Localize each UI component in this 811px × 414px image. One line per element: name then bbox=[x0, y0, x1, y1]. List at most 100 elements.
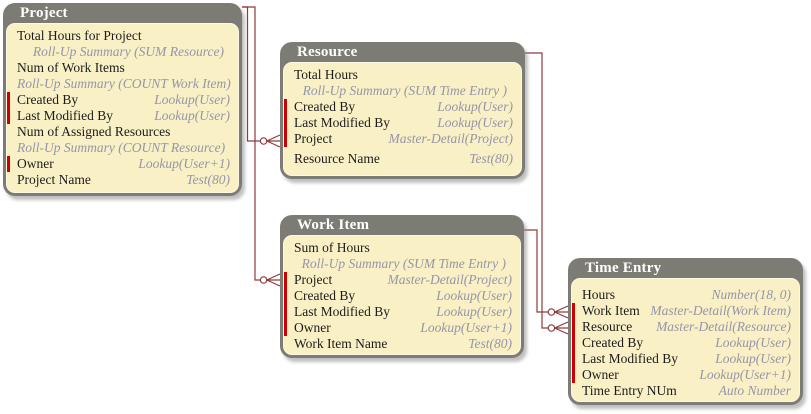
field-name: Time Entry NUm bbox=[582, 383, 677, 398]
crow-foot-icon bbox=[266, 134, 281, 148]
entity-resource-body: Total Hours Roll-Up Summary (SUM Time En… bbox=[283, 62, 522, 176]
field-name: Last Modified By bbox=[294, 115, 390, 130]
field-row: Owner Lookup(User+1) bbox=[284, 320, 520, 336]
crow-foot-icon bbox=[554, 321, 569, 335]
field-row: Sum of Hours Roll-Up Summary (SUM Time E… bbox=[284, 240, 520, 272]
field-type: Lookup(User) bbox=[715, 351, 791, 366]
field-type: Master-Detail(Project) bbox=[388, 131, 513, 146]
field-name: Resource Name bbox=[294, 151, 380, 166]
field-row: Created By Lookup(User) bbox=[284, 99, 521, 115]
field-type: Roll-Up Summary (SUM Time Entry ) bbox=[301, 256, 506, 271]
field-type: Test(80) bbox=[186, 172, 230, 187]
entity-title: Project bbox=[20, 5, 68, 21]
field-row: Project Master-Detail(Project) bbox=[284, 272, 520, 288]
field-name: Created By bbox=[17, 92, 79, 107]
field-type: Master-Detail(Project) bbox=[387, 272, 512, 287]
field-row: Time Entry NUm Auto Number bbox=[572, 383, 799, 399]
field-type: Lookup(User) bbox=[436, 304, 512, 319]
field-name: Hours bbox=[582, 287, 615, 302]
field-type: Roll-Up Summary (SUM Time Entry ) bbox=[302, 83, 507, 98]
field-name: Num of Assigned Resources bbox=[17, 124, 171, 139]
entity-project-body: Total Hours for Project Roll-Up Summary … bbox=[6, 23, 239, 193]
field-row: Num of Assigned Resources Roll-Up Summar… bbox=[7, 124, 238, 156]
field-type: Roll-Up Summary (COUNT Resource) bbox=[17, 140, 226, 155]
zero-circle-icon bbox=[547, 324, 556, 332]
field-name: Total Hours bbox=[294, 67, 358, 82]
entity-work-item[interactable]: Work Item Sum of Hours Roll-Up Summary (… bbox=[280, 215, 524, 358]
entity-work-item-header[interactable]: Work Item bbox=[280, 215, 524, 235]
field-row: Owner Lookup(User+1) bbox=[572, 367, 799, 383]
field-name: Owner bbox=[17, 156, 54, 171]
entity-time-entry[interactable]: Time Entry Hours Number(18, 0) Work Item… bbox=[568, 258, 803, 405]
entity-title: Time Entry bbox=[585, 260, 662, 276]
field-name: Owner bbox=[294, 320, 331, 335]
field-row: Project Master-Detail(Project) bbox=[284, 131, 521, 147]
zero-circle-icon bbox=[547, 308, 556, 316]
field-name: Project bbox=[294, 272, 333, 287]
field-row: Total Hours Roll-Up Summary (SUM Time En… bbox=[284, 67, 521, 99]
field-type: Lookup(User) bbox=[154, 108, 230, 123]
crow-foot-icon bbox=[266, 273, 281, 287]
field-type: Master-Detail(Resource) bbox=[656, 319, 791, 334]
entity-work-item-body: Sum of Hours Roll-Up Summary (SUM Time E… bbox=[283, 235, 521, 355]
entity-time-entry-body: Hours Number(18, 0) Work Item Master-Det… bbox=[571, 278, 800, 402]
connector-workitem-timeentry bbox=[524, 229, 569, 319]
field-type: Lookup(User) bbox=[154, 92, 230, 107]
field-type: Lookup(User) bbox=[715, 335, 791, 350]
field-name: Created By bbox=[294, 99, 356, 114]
entity-project[interactable]: Project Total Hours for Project Roll-Up … bbox=[3, 3, 242, 196]
field-name: Project Name bbox=[17, 172, 91, 187]
entity-title: Resource bbox=[297, 44, 358, 60]
field-row: Hours Number(18, 0) bbox=[572, 287, 799, 303]
entity-time-entry-header[interactable]: Time Entry bbox=[568, 258, 803, 278]
field-name: Last Modified By bbox=[294, 304, 390, 319]
field-name: Work Item bbox=[582, 303, 640, 318]
field-type: Lookup(User+1) bbox=[699, 367, 791, 382]
field-name: Project bbox=[294, 131, 333, 146]
entity-project-header[interactable]: Project bbox=[3, 3, 242, 23]
field-name: Created By bbox=[294, 288, 356, 303]
field-row: Last Modified By Lookup(User) bbox=[572, 351, 799, 367]
field-type: Lookup(User) bbox=[437, 99, 513, 114]
field-type: Auto Number bbox=[718, 383, 791, 398]
field-name: Sum of Hours bbox=[294, 240, 370, 255]
field-type: Lookup(User) bbox=[436, 288, 512, 303]
field-row: Owner Lookup(User+1) bbox=[7, 156, 238, 172]
field-type: Roll-Up Summary (SUM Resource) bbox=[32, 44, 224, 59]
field-name: Last Modified By bbox=[582, 351, 678, 366]
field-row: Last Modified By Lookup(User) bbox=[284, 115, 521, 131]
entity-title: Work Item bbox=[297, 217, 370, 233]
field-type: Lookup(User) bbox=[437, 115, 513, 130]
connector-project-resource bbox=[242, 6, 281, 148]
field-row: Created By Lookup(User) bbox=[572, 335, 799, 351]
field-name: Work Item Name bbox=[294, 336, 388, 351]
field-row: Resource Master-Detail(Resource) bbox=[572, 319, 799, 335]
field-name: Resource bbox=[582, 319, 633, 334]
field-row: Created By Lookup(User) bbox=[284, 288, 520, 304]
field-type: Roll-Up Summary (COUNT Work Item) bbox=[17, 76, 231, 91]
field-type: Test(80) bbox=[469, 151, 513, 166]
field-row: Total Hours for Project Roll-Up Summary … bbox=[7, 28, 238, 60]
connector-resource-timeentry bbox=[525, 52, 569, 335]
field-row: Work Item Master-Detail(Work Item) bbox=[572, 303, 799, 319]
field-name: Created By bbox=[582, 335, 644, 350]
field-name: Last Modified By bbox=[17, 108, 113, 123]
field-type: Lookup(User+1) bbox=[138, 156, 230, 171]
field-name: Num of Work Items bbox=[17, 60, 125, 75]
entity-resource-header[interactable]: Resource bbox=[280, 42, 525, 62]
field-type: Master-Detail(Work Item) bbox=[650, 303, 791, 318]
field-row: Resource Name Test(80) bbox=[284, 151, 521, 167]
zero-circle-icon bbox=[259, 276, 268, 284]
field-type: Lookup(User+1) bbox=[420, 320, 512, 335]
field-type: Test(80) bbox=[468, 336, 512, 351]
field-row: Last Modified By Lookup(User) bbox=[7, 108, 238, 124]
field-type: Number(18, 0) bbox=[711, 287, 792, 302]
field-row: Num of Work Items Roll-Up Summary (COUNT… bbox=[7, 60, 238, 92]
entity-resource[interactable]: Resource Total Hours Roll-Up Summary (SU… bbox=[280, 42, 525, 179]
field-row: Project Name Test(80) bbox=[7, 172, 238, 188]
crow-foot-icon bbox=[554, 305, 569, 319]
zero-circle-icon bbox=[259, 137, 268, 145]
field-name: Total Hours for Project bbox=[17, 28, 142, 43]
field-row: Created By Lookup(User) bbox=[7, 92, 238, 108]
